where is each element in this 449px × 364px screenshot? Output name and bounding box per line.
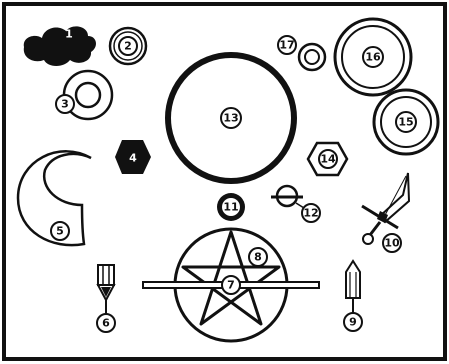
- label-1-text: 1: [65, 28, 73, 41]
- label-2: 2: [119, 37, 137, 55]
- label-11: 11: [223, 201, 238, 214]
- shape-10-sword: [362, 173, 409, 244]
- label-10-text: 10: [384, 237, 400, 250]
- shape-6-pendant: [98, 265, 114, 314]
- label-8: 8: [249, 248, 267, 266]
- label-7: 7: [222, 276, 240, 294]
- label-4-text: 4: [129, 152, 137, 165]
- label-17-text: 17: [279, 39, 294, 52]
- label-9: 9: [344, 313, 362, 331]
- label-14: 14: [319, 150, 337, 168]
- label-8-text: 8: [254, 251, 262, 264]
- label-4: 4: [129, 152, 137, 165]
- label-13-text: 13: [223, 112, 238, 125]
- label-7-text: 7: [227, 279, 235, 292]
- label-12: 12: [302, 204, 320, 222]
- label-3: 3: [56, 95, 74, 113]
- label-3-text: 3: [61, 98, 69, 111]
- label-11-text: 11: [223, 201, 238, 214]
- label-16: 16: [363, 47, 383, 67]
- shape-12-orb: [271, 186, 304, 208]
- label-9-text: 9: [349, 316, 357, 329]
- label-1: 1: [65, 28, 73, 41]
- label-5: 5: [51, 222, 69, 240]
- label-15-text: 15: [398, 116, 413, 129]
- label-6: 6: [97, 314, 115, 332]
- label-15: 15: [396, 112, 416, 132]
- label-16-text: 16: [365, 51, 381, 64]
- label-13: 13: [221, 108, 241, 128]
- shape-17-ring: [299, 44, 325, 70]
- label-10: 10: [383, 234, 401, 252]
- label-17: 17: [278, 36, 296, 54]
- label-2-text: 2: [124, 40, 132, 53]
- label-5-text: 5: [56, 225, 64, 238]
- label-6-text: 6: [102, 317, 110, 330]
- label-12-text: 12: [303, 207, 318, 220]
- shape-1-cloud: [24, 26, 96, 66]
- label-14-text: 14: [320, 153, 336, 166]
- shape-9-crystal: [346, 261, 360, 313]
